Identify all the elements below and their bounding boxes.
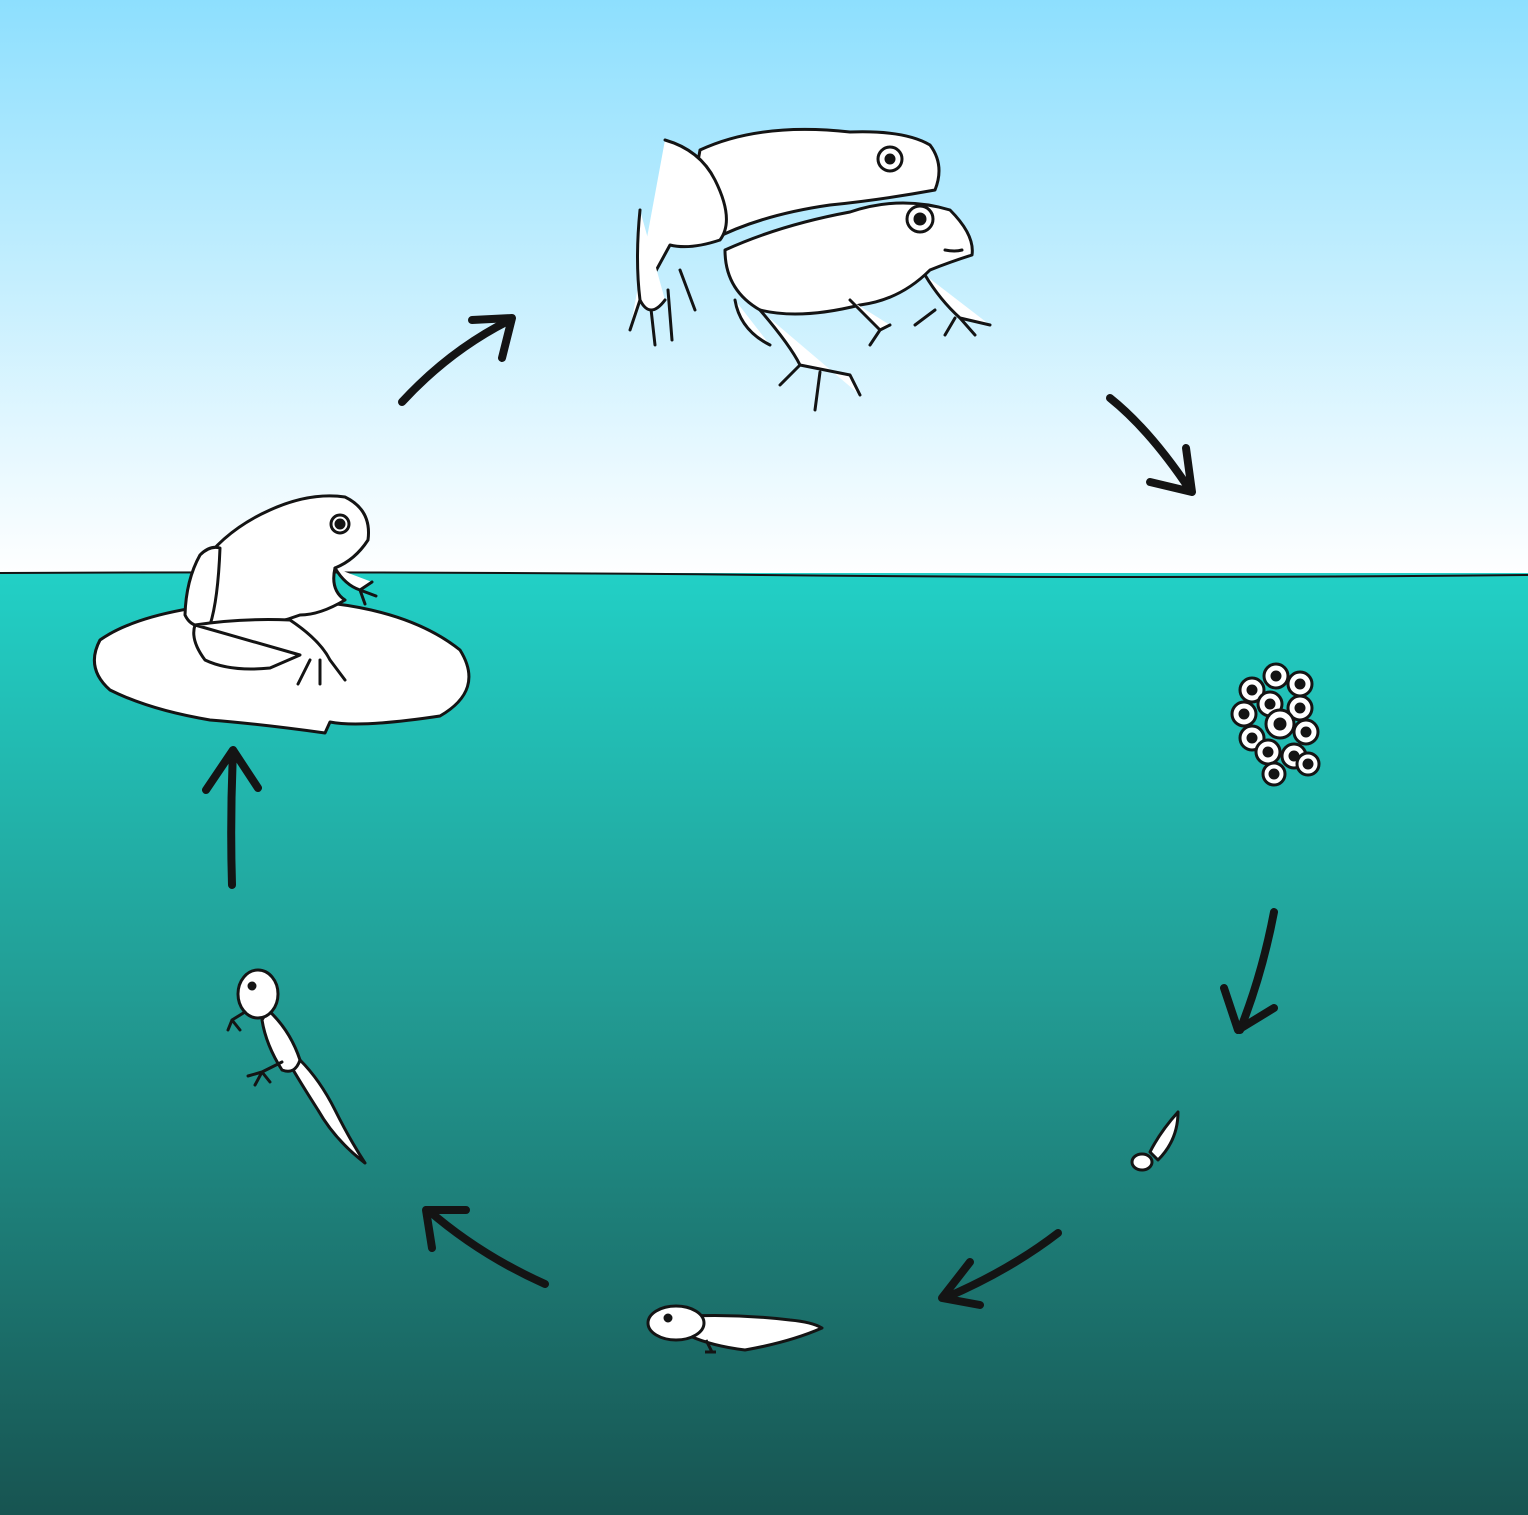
life-cycle-diagram bbox=[0, 0, 1528, 1515]
